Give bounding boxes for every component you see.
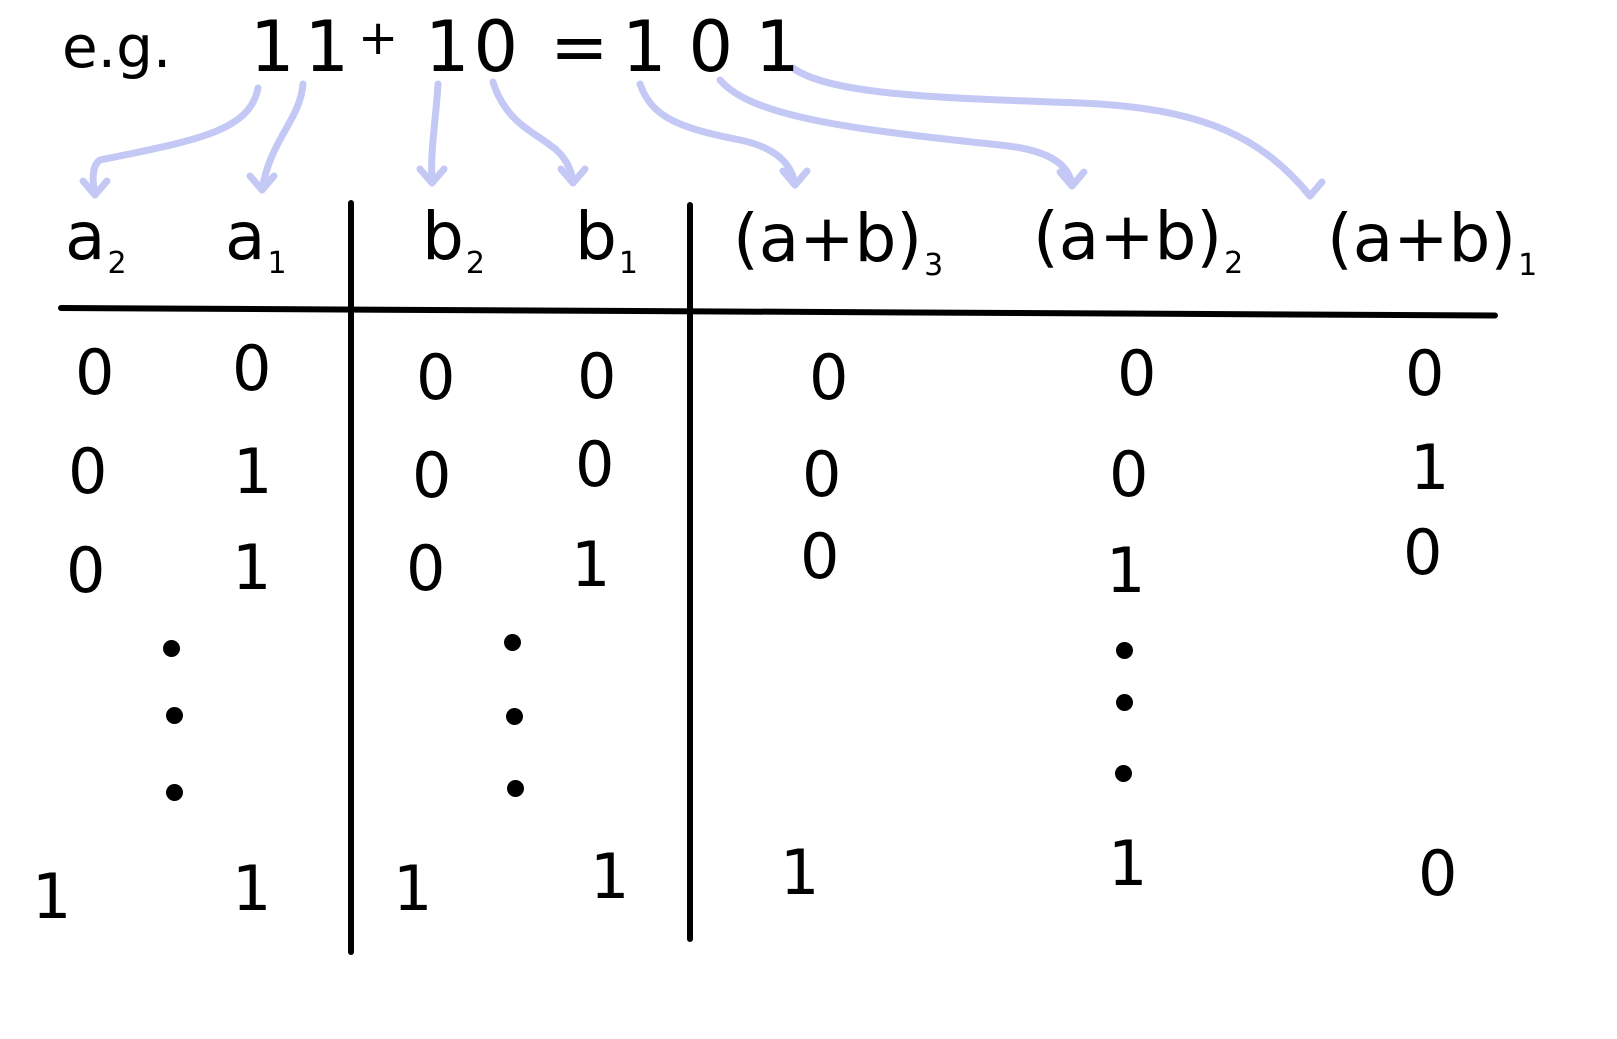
mapping-arrow xyxy=(258,80,307,194)
cell-r3-sum2: 1 xyxy=(1106,534,1146,607)
cell-r1-a1: 0 xyxy=(232,332,272,405)
ellipsis-dot xyxy=(166,707,183,724)
cell-r2-sum3: 0 xyxy=(802,438,842,511)
cell-r1-b2: 0 xyxy=(416,341,456,414)
cell-r3-a2: 0 xyxy=(66,534,106,607)
ellipsis-dot xyxy=(163,640,180,657)
header-sum1: (a+b)1 xyxy=(1327,200,1538,283)
cell-r4-b2: 1 xyxy=(393,852,433,925)
cell-r3-b2: 0 xyxy=(406,532,446,605)
ellipsis-dot xyxy=(1115,765,1132,782)
cell-r1-sum1: 0 xyxy=(1405,337,1445,410)
cell-r4-a1: 1 xyxy=(232,852,272,925)
cell-r4-sum3: 1 xyxy=(780,836,820,909)
ellipsis-dot xyxy=(1116,694,1133,711)
cell-r2-sum2: 0 xyxy=(1109,438,1149,511)
cell-r2-b2: 0 xyxy=(412,439,452,512)
cell-r4-b1: 1 xyxy=(590,840,630,913)
ellipsis-dot xyxy=(1116,642,1133,659)
arrowhead xyxy=(1056,168,1088,190)
arrowhead xyxy=(79,177,111,199)
cell-r3-b1: 1 xyxy=(571,528,611,601)
header-a1: a1 xyxy=(225,198,287,281)
mapping-arrow xyxy=(489,78,577,187)
header-sum2: (a+b)2 xyxy=(1033,198,1244,281)
cell-r2-a2: 0 xyxy=(68,435,108,508)
header-b2: b2 xyxy=(422,198,485,281)
cell-r4-sum2: 1 xyxy=(1108,827,1148,900)
header-sum3: (a+b)3 xyxy=(733,200,944,283)
arrowhead xyxy=(1294,178,1326,200)
cell-r4-sum1: 0 xyxy=(1418,837,1458,910)
example-prefix: e.g. xyxy=(62,13,172,81)
cell-r1-a2: 0 xyxy=(75,336,115,409)
equals-sign: = xyxy=(550,6,609,88)
cell-r4-a2: 1 xyxy=(32,860,72,933)
mapping-arrow xyxy=(716,76,1076,190)
mapping-arrow xyxy=(428,80,442,187)
cell-r2-a1: 1 xyxy=(233,435,273,508)
cell-r3-a1: 1 xyxy=(232,531,272,604)
mapping-arrow xyxy=(89,84,262,199)
header-a2: a2 xyxy=(65,198,127,281)
result-sum: 101 xyxy=(622,6,822,88)
operand-b: 10 xyxy=(425,6,523,88)
ellipsis-dot xyxy=(504,634,521,651)
cell-r1-sum2: 0 xyxy=(1117,337,1157,410)
cell-r3-sum3: 0 xyxy=(800,520,840,593)
divider-a-b xyxy=(348,200,354,955)
ellipsis-dot xyxy=(507,780,524,797)
cell-r3-sum1: 0 xyxy=(1403,516,1443,589)
arrowhead xyxy=(557,165,589,187)
header-b1: b1 xyxy=(575,198,638,281)
ellipsis-dot xyxy=(506,708,523,725)
arrowhead xyxy=(416,165,448,187)
operand-a: 11 xyxy=(250,6,360,88)
divider-b-sum xyxy=(687,202,693,942)
cell-r2-sum1: 1 xyxy=(1410,431,1450,504)
mapping-arrow xyxy=(636,80,799,189)
plus-sign: + xyxy=(358,10,399,66)
arrowhead xyxy=(779,167,811,189)
mapping-arrow xyxy=(789,64,1314,200)
cell-r1-sum3: 0 xyxy=(809,341,849,414)
cell-r2-b1: 0 xyxy=(575,428,615,501)
arrowhead xyxy=(246,172,278,194)
ellipsis-dot xyxy=(166,784,183,801)
cell-r1-b1: 0 xyxy=(577,340,617,413)
